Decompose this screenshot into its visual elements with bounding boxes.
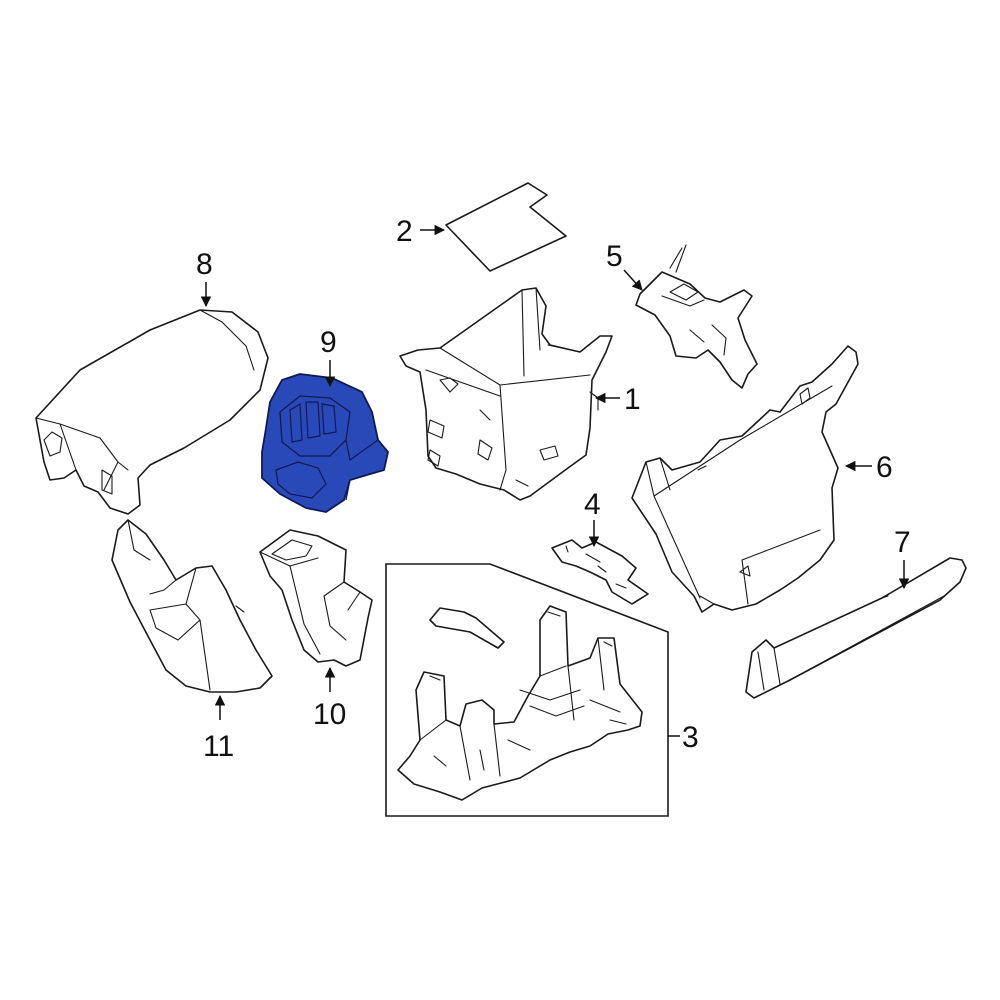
callout-3: 3 [682, 721, 699, 754]
part-5-bracket[interactable] [635, 244, 758, 389]
part-2-mat[interactable] [445, 182, 567, 272]
part-11-rear-panel[interactable] [111, 519, 273, 693]
leader-5 [623, 269, 643, 291]
part-9-cup-holder-insert[interactable] [261, 373, 389, 513]
callout-4: 4 [584, 488, 601, 521]
callout-11: 11 [203, 730, 234, 763]
callout-10: 10 [313, 698, 346, 731]
part-6-side-panel[interactable] [631, 345, 859, 613]
part-7-trim-strip[interactable] [745, 557, 967, 699]
callout-6: 6 [876, 451, 893, 484]
callout-1: 1 [624, 383, 641, 416]
callout-8: 8 [196, 248, 213, 281]
callout-9: 9 [320, 326, 337, 359]
callout-7: 7 [894, 526, 911, 559]
leader-lines [200, 224, 910, 737]
callout-5: 5 [606, 240, 623, 273]
part-4-small-bracket[interactable] [551, 539, 649, 605]
part-8-armrest-lid[interactable] [35, 309, 269, 515]
callout-2: 2 [396, 215, 413, 248]
part-10-duct[interactable] [259, 529, 373, 667]
callout-labels: 2 1 8 9 5 6 4 7 11 10 3 [196, 215, 911, 763]
part-3-lower-frame-group[interactable] [385, 563, 669, 817]
part-1-console-body[interactable] [399, 287, 613, 501]
